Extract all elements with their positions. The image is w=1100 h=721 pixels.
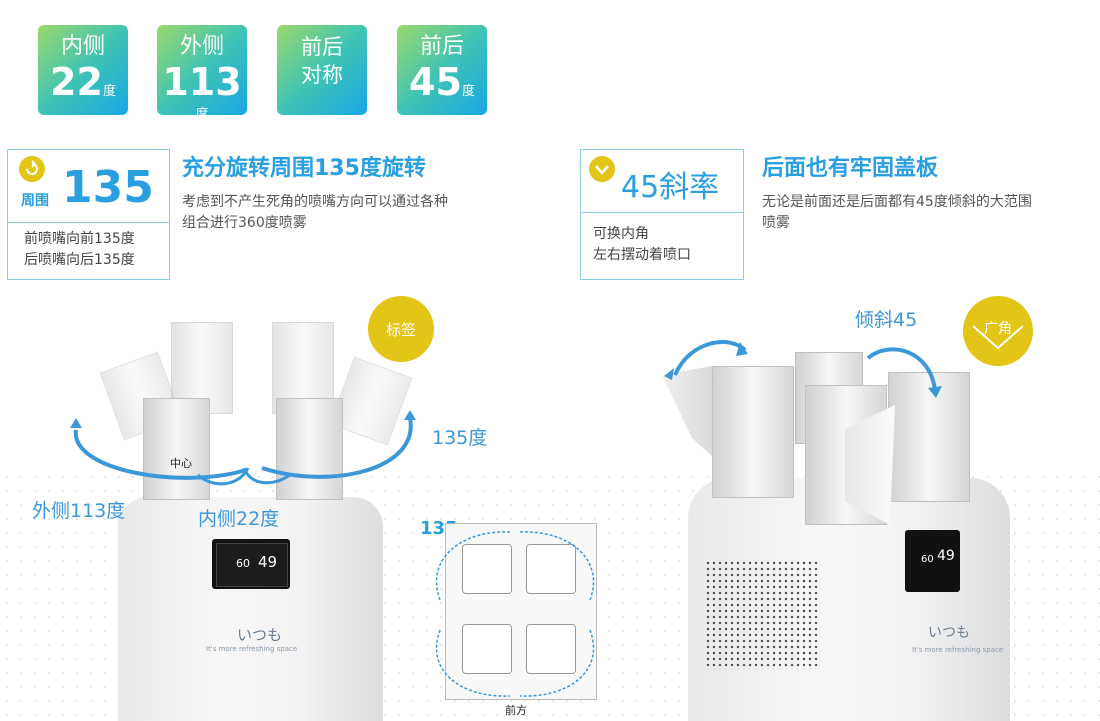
diagram-frame xyxy=(445,523,597,700)
box-number: 135 xyxy=(62,162,154,213)
left-heading: 充分旋转周围135度旋转 xyxy=(182,156,426,181)
control-panel: 60 49 xyxy=(212,539,290,589)
right-heading: 后面也有牢固盖板 xyxy=(762,156,939,181)
badge-outer-113: 外侧 113 度 xyxy=(157,25,247,122)
box-line-1: 可换内角 xyxy=(593,226,649,242)
rotation-arrows xyxy=(70,410,416,486)
desc-line-1: 考虑到不产生死角的喷嘴方向可以通过各种 xyxy=(182,194,448,210)
badge-unit: 度 xyxy=(195,107,209,122)
badge-title: 前后 xyxy=(301,35,343,59)
badge-number: 22 xyxy=(50,60,103,104)
tag-label: 标签 xyxy=(385,321,416,339)
machine-body xyxy=(118,497,383,721)
badge-symmetric: 前后 对称 xyxy=(277,25,367,115)
label-inner-22: 内侧22度 xyxy=(198,508,280,530)
badge-frontback-45: 前后 45度 xyxy=(397,25,487,115)
rotation-info-box: 周围 135 前喷嘴向前135度 后喷嘴向后135度 xyxy=(7,149,170,280)
badge-number: 45 xyxy=(409,60,462,104)
diagram-slot xyxy=(462,624,512,674)
display-left-value: 60 xyxy=(236,557,250,570)
slope-info-box: 45斜率 可换内角 左右摆动着喷口 xyxy=(580,149,744,280)
brand-logo: いつも xyxy=(928,625,970,641)
side-vent xyxy=(705,560,820,670)
badge-title-line2: 对称 xyxy=(301,63,343,87)
label-135: 135度 xyxy=(432,427,488,449)
label-outer-113: 外侧113度 xyxy=(32,500,126,522)
chevron-down-icon xyxy=(589,156,615,182)
box-line-1: 前喷嘴向前135度 xyxy=(24,231,135,247)
rotate-icon xyxy=(19,156,45,182)
display-right-value: 49 xyxy=(937,548,955,564)
badge-title: 前后 xyxy=(419,34,464,59)
diagram-front: 前方 xyxy=(505,704,527,717)
label-tilt-45: 倾斜45 xyxy=(855,309,918,331)
desc-line-2: 组合进行360度喷雾 xyxy=(182,215,307,231)
nozzle xyxy=(276,398,343,500)
brand-slogan: It's more refreshing space xyxy=(206,645,298,653)
badge-title: 外侧 xyxy=(179,34,224,59)
right-description: 无论是前面还是后面都有45度倾斜的大范围 喷雾 xyxy=(762,192,1032,234)
diagram-slot xyxy=(526,624,576,674)
nozzle xyxy=(712,366,794,498)
tag-label: 广角 xyxy=(984,321,1012,337)
badge-unit: 度 xyxy=(461,84,475,99)
wide-angle-circle: 广角 xyxy=(963,296,1033,366)
box-label: 周围 xyxy=(21,193,49,209)
badge-unit: 度 xyxy=(102,84,116,99)
desc-line-2: 喷雾 xyxy=(762,215,790,231)
diagram-slot xyxy=(462,544,512,594)
brand-logo: いつも xyxy=(237,626,283,644)
diagram-arrows xyxy=(435,531,595,697)
brand-slogan: It's more refreshing space xyxy=(912,646,1004,654)
box-line-2: 后喷嘴向后135度 xyxy=(24,252,135,268)
badge-title: 内侧 xyxy=(60,34,105,59)
wide-angle-icon xyxy=(972,325,1024,350)
left-description: 考虑到不产生死角的喷嘴方向可以通过各种 组合进行360度喷雾 xyxy=(182,192,448,234)
tilt-arrows xyxy=(664,340,942,398)
display-left-value: 60 xyxy=(921,554,934,565)
display-right-value: 49 xyxy=(258,553,278,571)
badge-number: 113 xyxy=(162,60,242,104)
center-label: 中心 xyxy=(170,457,192,470)
nozzle xyxy=(143,398,210,500)
box-title: 45斜率 xyxy=(621,170,720,205)
badge-inner-22: 内侧 22度 xyxy=(38,25,128,115)
tag-circle: 标签 xyxy=(368,296,434,362)
diagram-slot xyxy=(526,544,576,594)
desc-line-1: 无论是前面还是后面都有45度倾斜的大范围 xyxy=(762,194,1032,210)
control-panel: 60 49 xyxy=(905,530,960,592)
box-line-2: 左右摆动着喷口 xyxy=(593,247,691,263)
